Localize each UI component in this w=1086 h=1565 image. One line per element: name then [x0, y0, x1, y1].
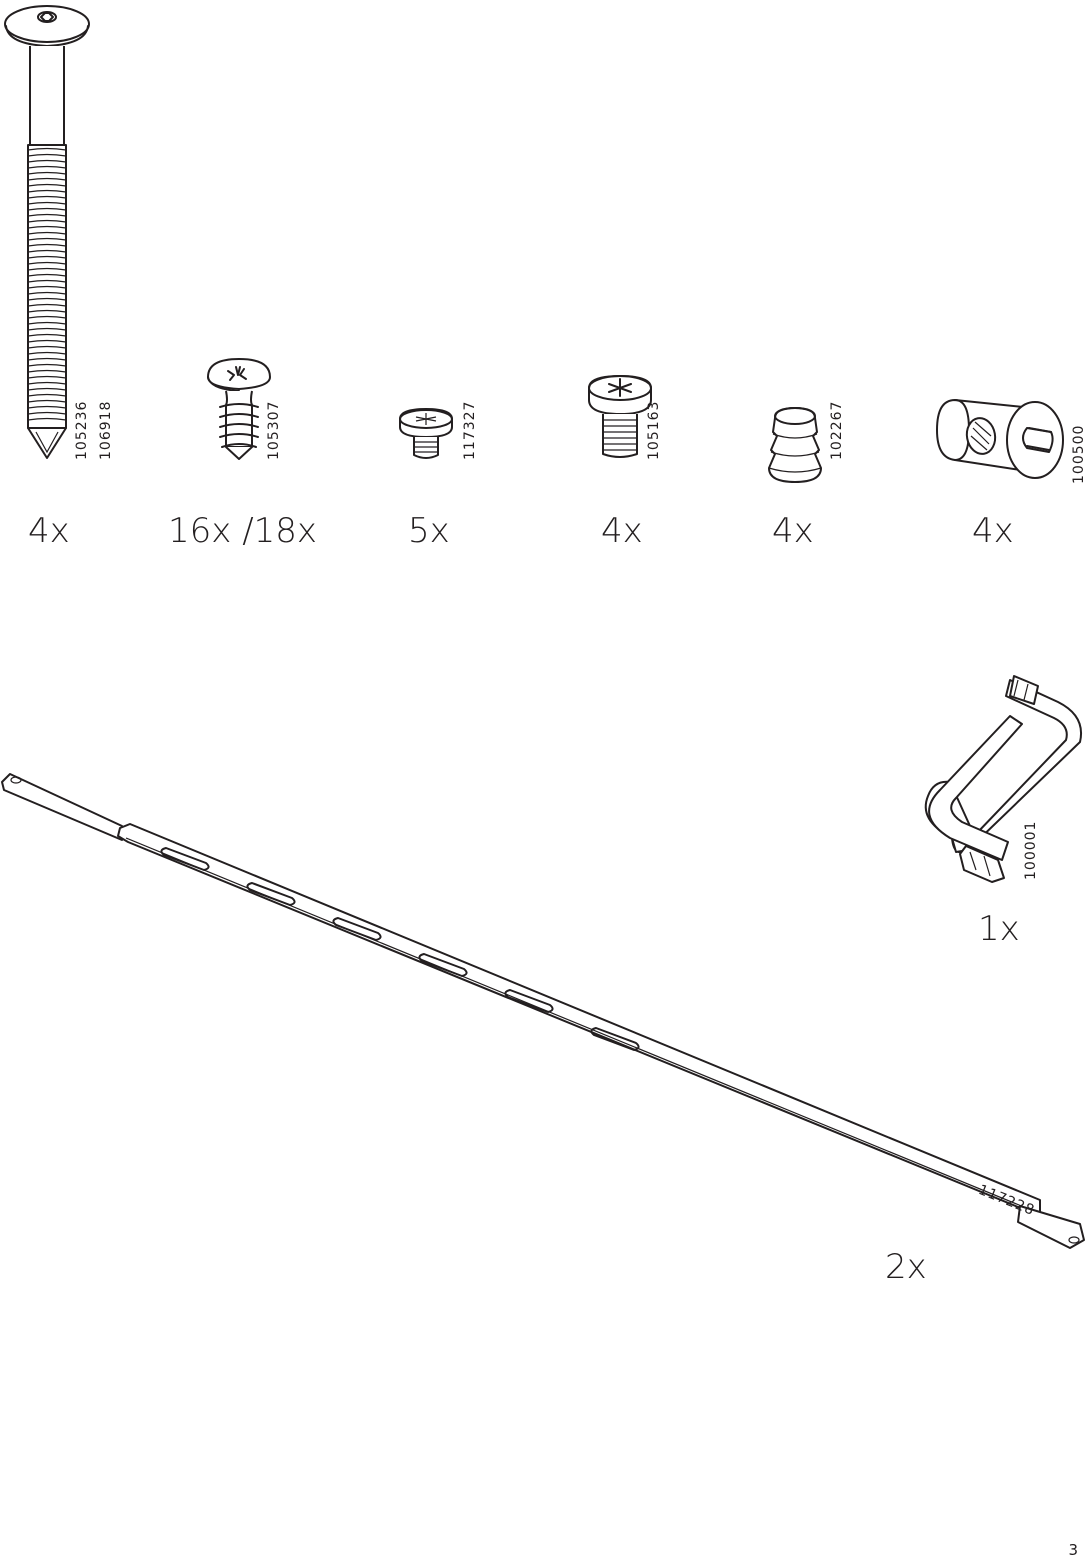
quantity-label: 4x [972, 511, 1014, 551]
part-code: 105236 [74, 400, 90, 460]
quantity-label: 4x [601, 511, 643, 551]
part-wood-screw [200, 355, 280, 465]
page-number: 3 [1068, 1541, 1078, 1559]
part-barrel-nut [933, 392, 1068, 487]
part-machine-screw [585, 370, 660, 465]
machine-screw-icon [588, 375, 652, 458]
barrel-nut-icon [936, 399, 1064, 479]
part-short-screw [396, 405, 466, 465]
quantity-label: 4x [772, 511, 814, 551]
quantity-label: 5x [408, 511, 450, 551]
metal-rail-icon [1, 773, 1085, 1249]
short-screw-icon [399, 408, 453, 459]
dowel-plug-icon [768, 407, 822, 483]
part-metal-rail [0, 768, 1086, 1258]
wood-screw-icon [207, 358, 271, 460]
quantity-label: 16x /18x [168, 511, 318, 551]
part-allen-key [910, 670, 1086, 890]
part-code: 117327 [462, 400, 478, 460]
part-code: 102267 [829, 400, 845, 460]
quantity-label: 1x [978, 909, 1020, 949]
part-code: 105163 [646, 400, 662, 460]
quantity-label: 4x [28, 511, 70, 551]
allen-key-icon [924, 675, 1082, 883]
part-code: 100500 [1071, 424, 1086, 484]
long-bolt-icon [4, 5, 90, 459]
part-code: 105307 [266, 400, 282, 460]
part-long-bolt [0, 0, 110, 470]
part-dowel-plug [765, 402, 830, 487]
quantity-label: 2x [885, 1247, 927, 1287]
part-code: 106918 [98, 400, 114, 460]
